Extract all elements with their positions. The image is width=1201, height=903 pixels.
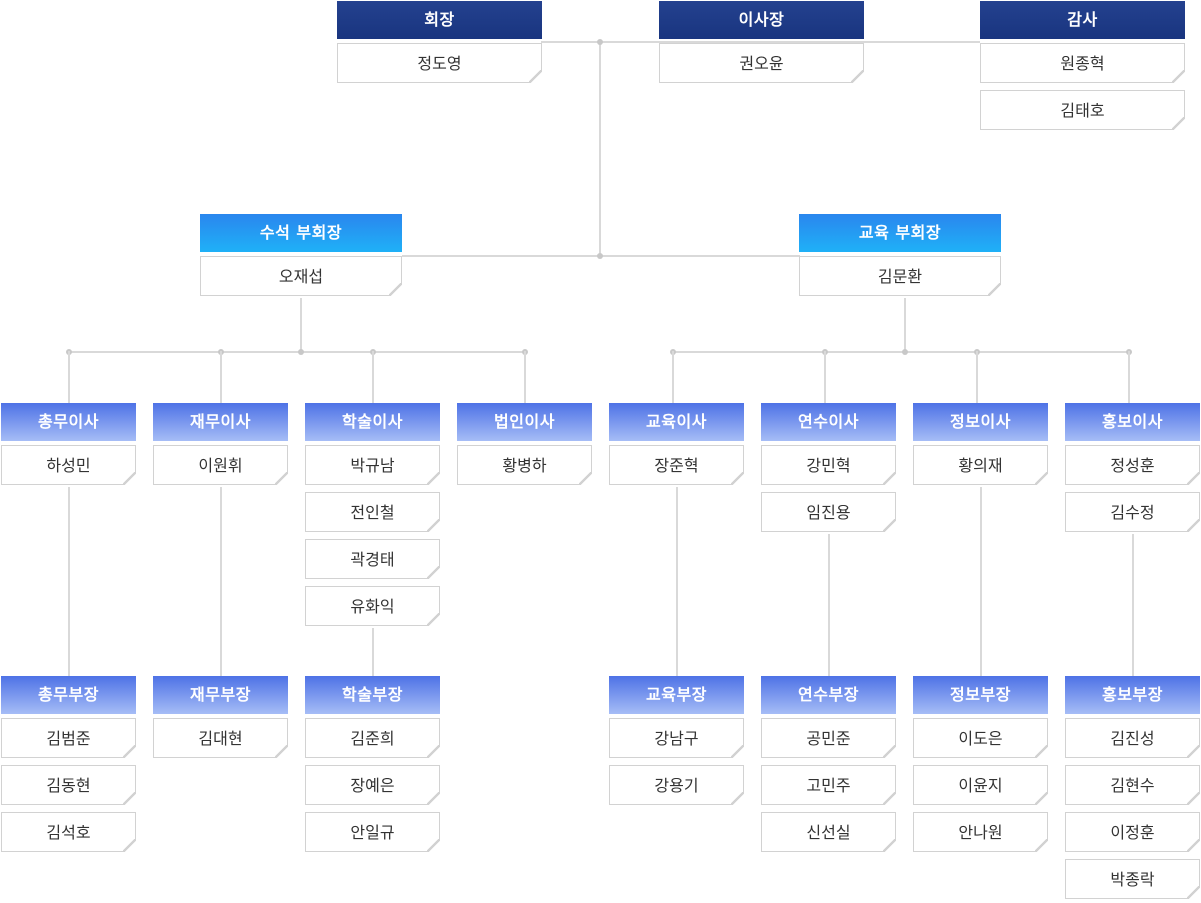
director-name: 곽경태 <box>305 539 440 579</box>
board-director-name: 권오윤 <box>659 43 864 83</box>
director-name: 강민혁 <box>761 445 896 485</box>
right-director-line <box>672 351 1129 353</box>
manager-header: 홍보부장 <box>1065 676 1200 714</box>
director-header: 총무이사 <box>1 403 136 441</box>
manager-header: 연수부장 <box>761 676 896 714</box>
senior-vice-header: 수석 부회장 <box>200 214 402 252</box>
director-header: 홍보이사 <box>1065 403 1200 441</box>
manager-name: 공민준 <box>761 718 896 758</box>
left-director-line <box>68 351 525 353</box>
manager-name: 강용기 <box>609 765 744 805</box>
top-junction-dot <box>597 39 603 45</box>
chairman-name: 정도영 <box>337 43 542 83</box>
manager-name: 김동현 <box>1 765 136 805</box>
manager-header: 정보부장 <box>913 676 1048 714</box>
drop-line <box>1128 351 1130 403</box>
director-header: 법인이사 <box>457 403 592 441</box>
director-to-manager-line <box>980 487 982 677</box>
director-to-manager-line <box>1132 534 1134 677</box>
director-header: 정보이사 <box>913 403 1048 441</box>
board-director-header: 이사장 <box>659 1 864 39</box>
director-name: 정성훈 <box>1065 445 1200 485</box>
director-name: 이원휘 <box>153 445 288 485</box>
manager-header: 교육부장 <box>609 676 744 714</box>
director-name: 장준혁 <box>609 445 744 485</box>
director-to-manager-line <box>220 487 222 677</box>
manager-name: 장예은 <box>305 765 440 805</box>
manager-name: 이도은 <box>913 718 1048 758</box>
director-name: 김수정 <box>1065 492 1200 532</box>
director-to-manager-line <box>676 487 678 677</box>
manager-name: 안일규 <box>305 812 440 852</box>
manager-name: 김석호 <box>1 812 136 852</box>
education-vice-header: 교육 부회장 <box>799 214 1001 252</box>
drop-line <box>976 351 978 403</box>
manager-header: 재무부장 <box>153 676 288 714</box>
director-to-manager-line <box>372 628 374 677</box>
vice-junction-dot <box>597 253 603 259</box>
education-vice-name: 김문환 <box>799 256 1001 296</box>
dot <box>902 349 908 355</box>
manager-name: 김현수 <box>1065 765 1200 805</box>
manager-name: 김대현 <box>153 718 288 758</box>
manager-name: 김범준 <box>1 718 136 758</box>
auditor-header: 감사 <box>980 1 1185 39</box>
director-name: 임진용 <box>761 492 896 532</box>
director-name: 전인철 <box>305 492 440 532</box>
manager-name: 김준희 <box>305 718 440 758</box>
director-name: 황병하 <box>457 445 592 485</box>
left-branch-line <box>300 298 302 353</box>
manager-name: 신선실 <box>761 812 896 852</box>
drop-line <box>824 351 826 403</box>
director-name: 박규남 <box>305 445 440 485</box>
auditor-name: 김태호 <box>980 90 1185 130</box>
director-to-manager-line <box>68 487 70 677</box>
director-name: 유화익 <box>305 586 440 626</box>
manager-name: 고민주 <box>761 765 896 805</box>
manager-name: 이윤지 <box>913 765 1048 805</box>
director-header: 학술이사 <box>305 403 440 441</box>
senior-vice-name: 오재섭 <box>200 256 402 296</box>
manager-name: 박종락 <box>1065 859 1200 899</box>
right-branch-line <box>904 298 906 353</box>
manager-name: 안나원 <box>913 812 1048 852</box>
dot <box>298 349 304 355</box>
center-vertical-line <box>599 41 601 256</box>
top-horizontal-line <box>541 41 980 43</box>
director-header: 연수이사 <box>761 403 896 441</box>
manager-name: 강남구 <box>609 718 744 758</box>
auditor-name: 원종혁 <box>980 43 1185 83</box>
drop-line <box>68 351 70 403</box>
director-header: 재무이사 <box>153 403 288 441</box>
drop-line <box>372 351 374 403</box>
director-header: 교육이사 <box>609 403 744 441</box>
chairman-header: 회장 <box>337 1 542 39</box>
manager-name: 김진성 <box>1065 718 1200 758</box>
manager-name: 이정훈 <box>1065 812 1200 852</box>
manager-header: 총무부장 <box>1 676 136 714</box>
director-name: 하성민 <box>1 445 136 485</box>
director-to-manager-line <box>828 534 830 677</box>
director-name: 황의재 <box>913 445 1048 485</box>
drop-line <box>524 351 526 403</box>
drop-line <box>672 351 674 403</box>
drop-line <box>220 351 222 403</box>
manager-header: 학술부장 <box>305 676 440 714</box>
